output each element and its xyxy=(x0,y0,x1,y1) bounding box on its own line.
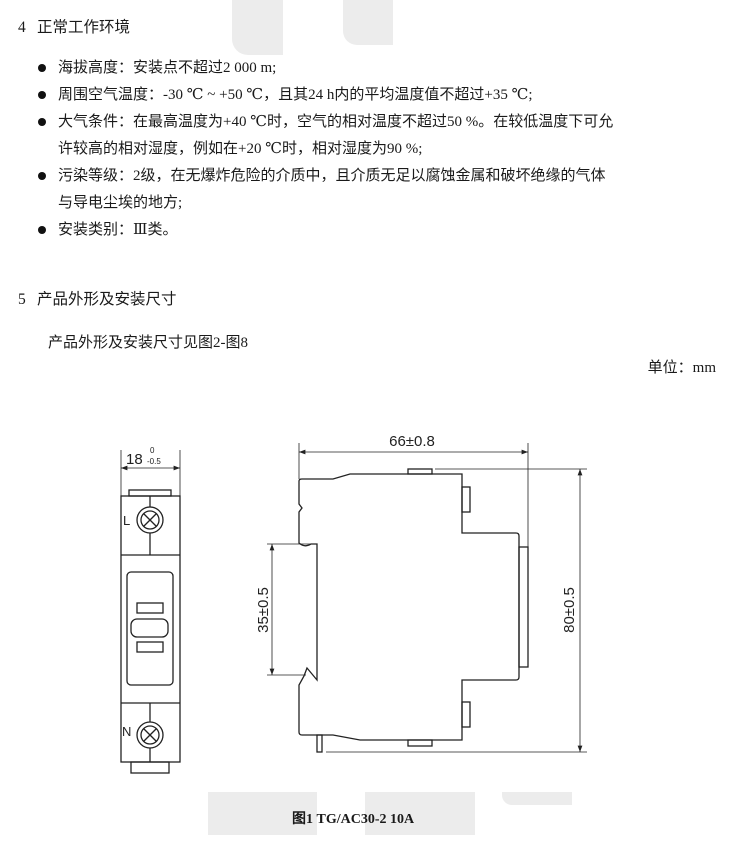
rail-dimension-label: 35±0.5 xyxy=(255,587,272,633)
bullet-atmosphere-cont: 许较高的相对湿度，例如在+20 ℃时，相对湿度为90 %; xyxy=(58,141,423,157)
front-view xyxy=(120,450,181,774)
screw-L-icon xyxy=(136,506,164,534)
section-5-number: 5 xyxy=(18,291,26,308)
bullet-pollution-cont: 与导电尘埃的地方; xyxy=(58,195,183,211)
bullet-pollution: 污染等级：2级，在无爆炸危险的介质中，且介质无足以腐蚀金属和破坏绝缘的气体 xyxy=(58,168,606,184)
bullet-icon xyxy=(38,118,46,126)
front-tol-lower: -0.5 xyxy=(147,457,161,466)
watermark xyxy=(343,0,393,45)
terminal-L-label: L xyxy=(123,513,130,528)
front-width-label: 18 xyxy=(126,451,143,468)
bullet-icon xyxy=(38,91,46,99)
bullet-icon xyxy=(38,64,46,72)
watermark xyxy=(232,0,283,55)
bullet-atmosphere: 大气条件：在最高温度为+40 ℃时，空气的相对温度不超过50 %。在较低温度下可… xyxy=(58,114,614,130)
depth-dimension-label: 66±0.8 xyxy=(389,433,435,450)
side-view xyxy=(267,443,587,753)
section-4-number: 4 xyxy=(18,19,26,36)
unit-label: 单位：mm xyxy=(647,360,716,376)
screw-N-icon xyxy=(136,721,164,749)
bullet-temperature: 周围空气温度：-30 ℃ ~ +50 ℃，且其24 h内的平均温度值不超过+35… xyxy=(58,87,533,103)
figure-caption: 图1 TG/AC30-2 10A xyxy=(292,812,415,827)
bullet-altitude: 海拔高度：安装点不超过2 000 m; xyxy=(58,60,277,76)
watermark xyxy=(365,792,475,835)
bullet-install-category: 安装类别：Ⅲ类。 xyxy=(58,222,178,238)
section-5-body: 产品外形及安装尺寸见图2-图8 xyxy=(48,335,248,351)
watermark xyxy=(208,792,317,835)
section-4-title: 正常工作环境 xyxy=(37,19,131,36)
bullet-icon xyxy=(38,172,46,180)
watermark xyxy=(502,792,572,805)
section-5-title: 产品外形及安装尺寸 xyxy=(37,291,177,308)
front-tol-upper: 0 xyxy=(150,446,155,455)
terminal-N-label: N xyxy=(122,724,131,739)
bullet-icon xyxy=(38,226,46,234)
height-dimension-label: 80±0.5 xyxy=(561,587,578,633)
